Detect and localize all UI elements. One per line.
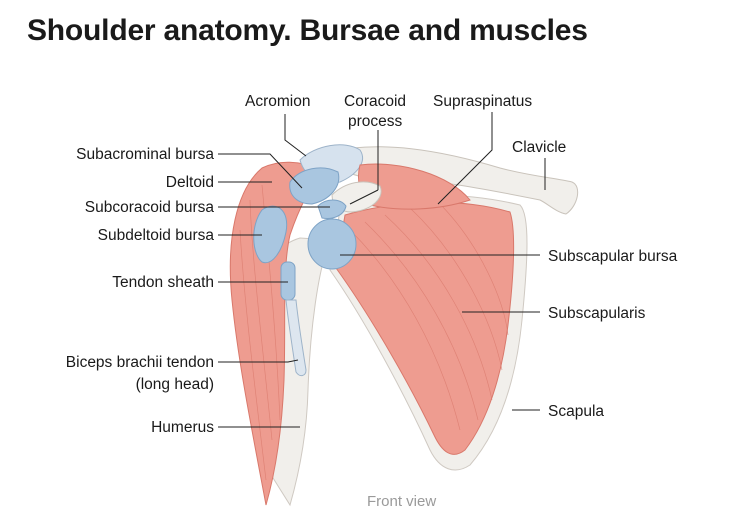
label-acromion: Acromion: [245, 93, 310, 110]
tendon-sheath-shape: [280, 261, 296, 301]
subscapular-bursa-shape: [307, 218, 357, 270]
label-supraspinatus: Supraspinatus: [433, 93, 532, 110]
label-biceps-line2: (long head): [136, 376, 214, 393]
label-subcoracoid-bursa: Subcoracoid bursa: [85, 199, 215, 216]
label-subdeltoid-bursa: Subdeltoid bursa: [98, 227, 215, 244]
caption-front-view: Front view: [367, 493, 436, 510]
label-coracoid-line1: Coracoid: [344, 93, 406, 110]
subacromial-bursa-shape: [289, 167, 340, 205]
label-subacromial-bursa: Subacrominal bursa: [76, 146, 214, 163]
label-deltoid: Deltoid: [166, 174, 214, 191]
subcoracoid-bursa-shape: [317, 199, 347, 219]
shoulder-illustration: [229, 144, 579, 507]
biceps-tendon-shape: [285, 299, 307, 377]
subdeltoid-bursa-shape: [253, 205, 288, 264]
label-humerus: Humerus: [151, 419, 214, 436]
label-scapula: Scapula: [548, 403, 604, 420]
label-subscapularis: Subscapularis: [548, 305, 646, 322]
labels: Acromion Coracoid process Supraspinatus …: [66, 93, 678, 436]
leader-lines: [218, 112, 546, 428]
label-tendon-sheath: Tendon sheath: [112, 274, 214, 291]
label-coracoid-line2: process: [348, 113, 403, 130]
label-subscapular-bursa: Subscapular bursa: [548, 248, 678, 265]
subscapularis-muscle: [335, 201, 515, 455]
label-clavicle: Clavicle: [512, 139, 566, 156]
label-biceps-line1: Biceps brachii tendon: [66, 354, 214, 371]
page-title: Shoulder anatomy. Bursae and muscles: [27, 14, 588, 47]
